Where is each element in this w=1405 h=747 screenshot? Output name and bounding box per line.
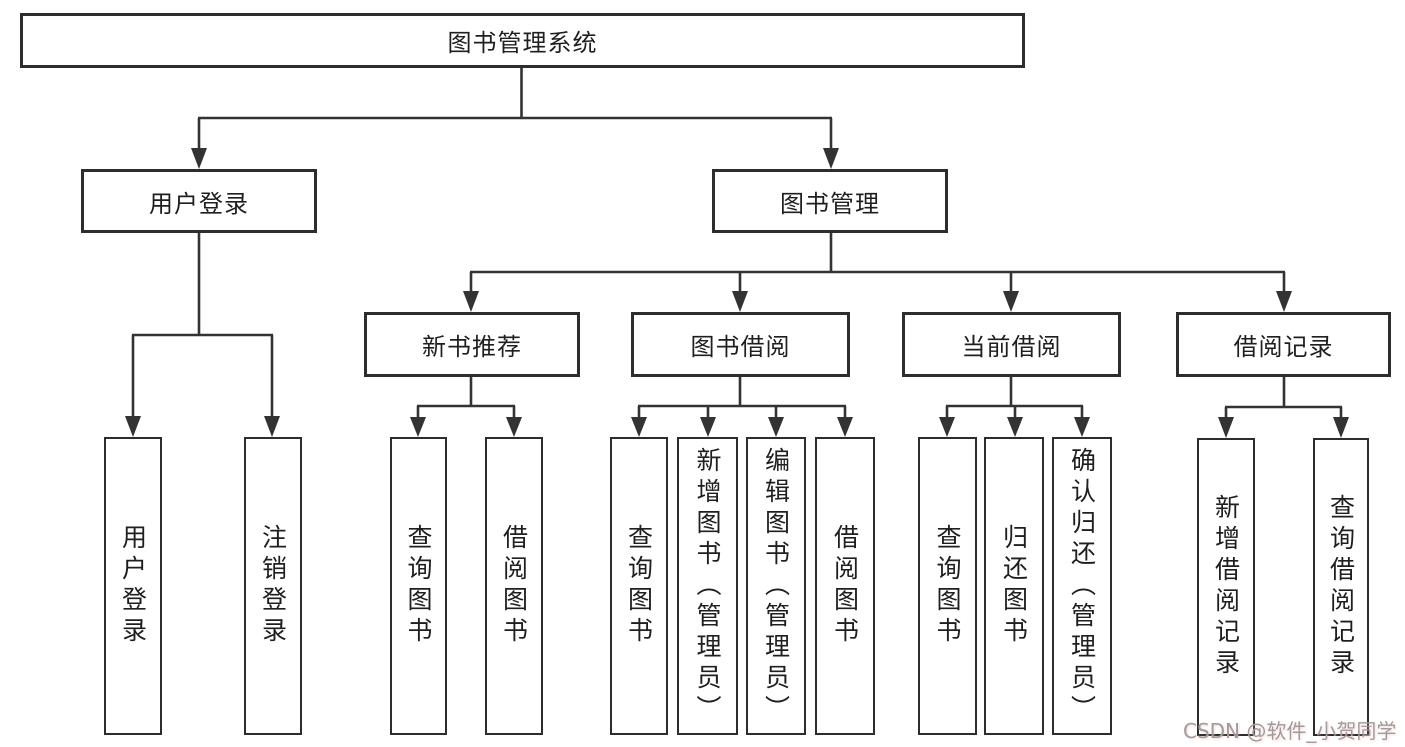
connectors-root <box>191 68 839 169</box>
connector-line <box>197 68 833 151</box>
node-label: 新增图书（管理员） <box>693 446 722 726</box>
connectors-borrow-record <box>1218 377 1349 438</box>
node-label: 新增借阅记录 <box>1211 494 1241 680</box>
connectors-user-login <box>125 233 280 437</box>
connector-line <box>637 377 847 420</box>
node-label: 归还图书 <box>999 524 1029 648</box>
connectors-current-borrow <box>939 377 1090 437</box>
connector-line <box>1224 377 1343 420</box>
node-label: 图书管理系统 <box>447 29 598 57</box>
leaf-query-borrow-record: 查询借阅记录 <box>1313 438 1369 736</box>
arrowhead <box>463 291 1292 312</box>
node-library-system-root: 图书管理系统 <box>20 13 1025 68</box>
arrowhead <box>191 148 839 169</box>
connector-line <box>131 233 274 419</box>
node-label: 注销登录 <box>258 524 288 648</box>
leaf-return-book: 归还图书 <box>984 437 1044 735</box>
leaf-add-book-admin: 新增图书（管理员） <box>677 437 738 735</box>
node-label: 借阅图书 <box>499 524 529 648</box>
node-label: 图书借阅 <box>690 333 791 361</box>
node-label: 借阅记录 <box>1233 333 1334 361</box>
node-book-management: 图书管理 <box>712 169 948 233</box>
arrowhead <box>125 416 280 437</box>
arrowhead <box>410 417 522 437</box>
node-label: 编辑图书（管理员） <box>761 446 791 726</box>
leaf-borrow-book-2: 借阅图书 <box>815 437 875 735</box>
connectors-book-borrow <box>631 377 853 437</box>
connectors-book-management <box>463 233 1292 312</box>
connector-line <box>469 233 1286 294</box>
node-label: 查询图书 <box>404 524 433 648</box>
node-label: 当前借阅 <box>961 333 1062 361</box>
leaf-logout: 注销登录 <box>244 437 302 735</box>
node-user-login: 用户登录 <box>81 169 317 233</box>
leaf-query-book-2: 查询图书 <box>610 437 668 735</box>
node-label: 确认归还（管理员） <box>1067 446 1097 726</box>
node-label: 查询图书 <box>933 524 962 648</box>
node-label: 查询图书 <box>624 524 654 648</box>
leaf-borrow-book-1: 借阅图书 <box>485 437 543 735</box>
arrowhead <box>1218 417 1349 438</box>
connector-line <box>945 377 1084 420</box>
arrowhead <box>631 417 853 437</box>
leaf-user-login: 用户登录 <box>104 437 162 735</box>
leaf-edit-book-admin: 编辑图书（管理员） <box>746 437 806 735</box>
leaf-query-book-3: 查询图书 <box>918 437 977 735</box>
node-label: 借阅图书 <box>830 524 860 648</box>
arrowhead <box>939 417 1090 437</box>
node-current-borrow: 当前借阅 <box>902 312 1121 377</box>
leaf-query-book-1: 查询图书 <box>390 437 447 735</box>
node-book-borrow: 图书借阅 <box>631 312 850 377</box>
leaf-confirm-return-admin: 确认归还（管理员） <box>1052 437 1112 735</box>
node-new-book-recommend: 新书推荐 <box>364 312 580 377</box>
connectors-new-book-recommend <box>410 377 522 437</box>
node-label: 新书推荐 <box>422 333 522 361</box>
node-label: 图书管理 <box>780 189 880 218</box>
node-label: 用户登录 <box>149 189 249 218</box>
csdn-watermark: CSDN @软件_小贺同学 <box>1183 719 1397 743</box>
connector-line <box>416 377 516 420</box>
node-label: 查询借阅记录 <box>1326 494 1356 680</box>
leaf-add-borrow-record: 新增借阅记录 <box>1197 438 1255 736</box>
node-label: 用户登录 <box>118 524 148 648</box>
node-borrow-record: 借阅记录 <box>1176 312 1391 377</box>
